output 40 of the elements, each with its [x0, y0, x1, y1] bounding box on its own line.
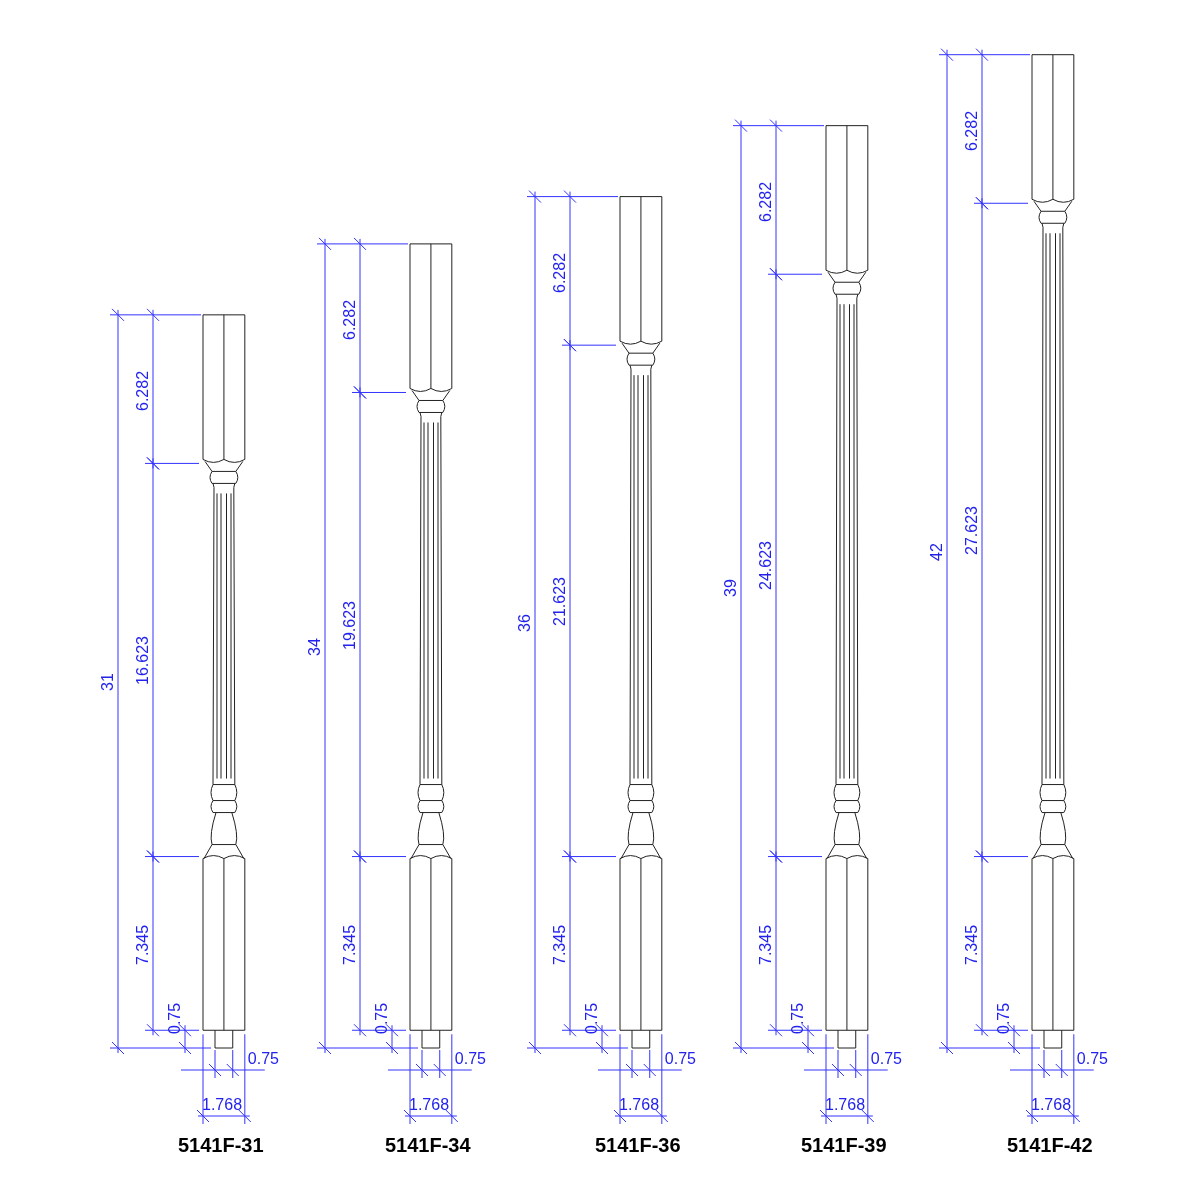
dimension-value: 19.623 — [342, 600, 358, 650]
dimension-value: 6.282 — [964, 110, 980, 151]
dimension-value: 0.75 — [167, 1003, 183, 1035]
dimension-value: 1.768 — [825, 1097, 866, 1113]
part-number: 5141F-34 — [385, 1134, 471, 1156]
part-number: 5141F-39 — [801, 1134, 887, 1156]
dimension-value: 6.282 — [135, 371, 151, 412]
dimension-value: 0.75 — [1076, 1051, 1108, 1067]
dimension-value: 16.623 — [135, 636, 151, 685]
dimension-value: 42 — [929, 543, 945, 562]
dimension-value: 7.345 — [758, 925, 774, 966]
part-number: 5141F-42 — [1007, 1134, 1093, 1156]
dimension-value: 1.768 — [202, 1097, 243, 1113]
dimension-value: 39 — [723, 579, 739, 597]
dimension-value: 21.623 — [552, 576, 568, 626]
dimension-value: 27.623 — [964, 505, 980, 555]
dimension-value: 7.345 — [342, 925, 358, 966]
dimension-value: 6.282 — [552, 252, 568, 293]
dimension-value: 0.75 — [454, 1051, 486, 1067]
dimension-value: 7.345 — [964, 925, 980, 966]
dimension-value: 6.282 — [342, 300, 358, 341]
dimension-value: 1.768 — [409, 1097, 450, 1113]
dimension-value: 0.75 — [996, 1003, 1012, 1035]
dimension-value: 36 — [517, 614, 533, 633]
dimension-value: 0.75 — [790, 1003, 806, 1035]
part-number: 5141F-36 — [595, 1134, 681, 1156]
dimension-value: 0.75 — [584, 1003, 600, 1035]
dimension-value: 1.768 — [619, 1097, 660, 1113]
dimension-value: 1.768 — [1031, 1097, 1072, 1113]
dimension-value: 24.623 — [758, 541, 774, 591]
dimension-value: 34 — [307, 638, 323, 656]
dimension-value: 0.75 — [870, 1051, 902, 1067]
dimension-value: 0.75 — [374, 1003, 390, 1035]
dimension-value: 31 — [100, 673, 116, 692]
dimension-value: 0.75 — [247, 1051, 279, 1067]
part-number: 5141F-31 — [178, 1134, 264, 1156]
dimension-value: 0.75 — [664, 1051, 696, 1067]
dimension-value: 7.345 — [135, 925, 151, 966]
dimension-value: 6.282 — [758, 181, 774, 222]
dimension-value: 7.345 — [552, 925, 568, 966]
